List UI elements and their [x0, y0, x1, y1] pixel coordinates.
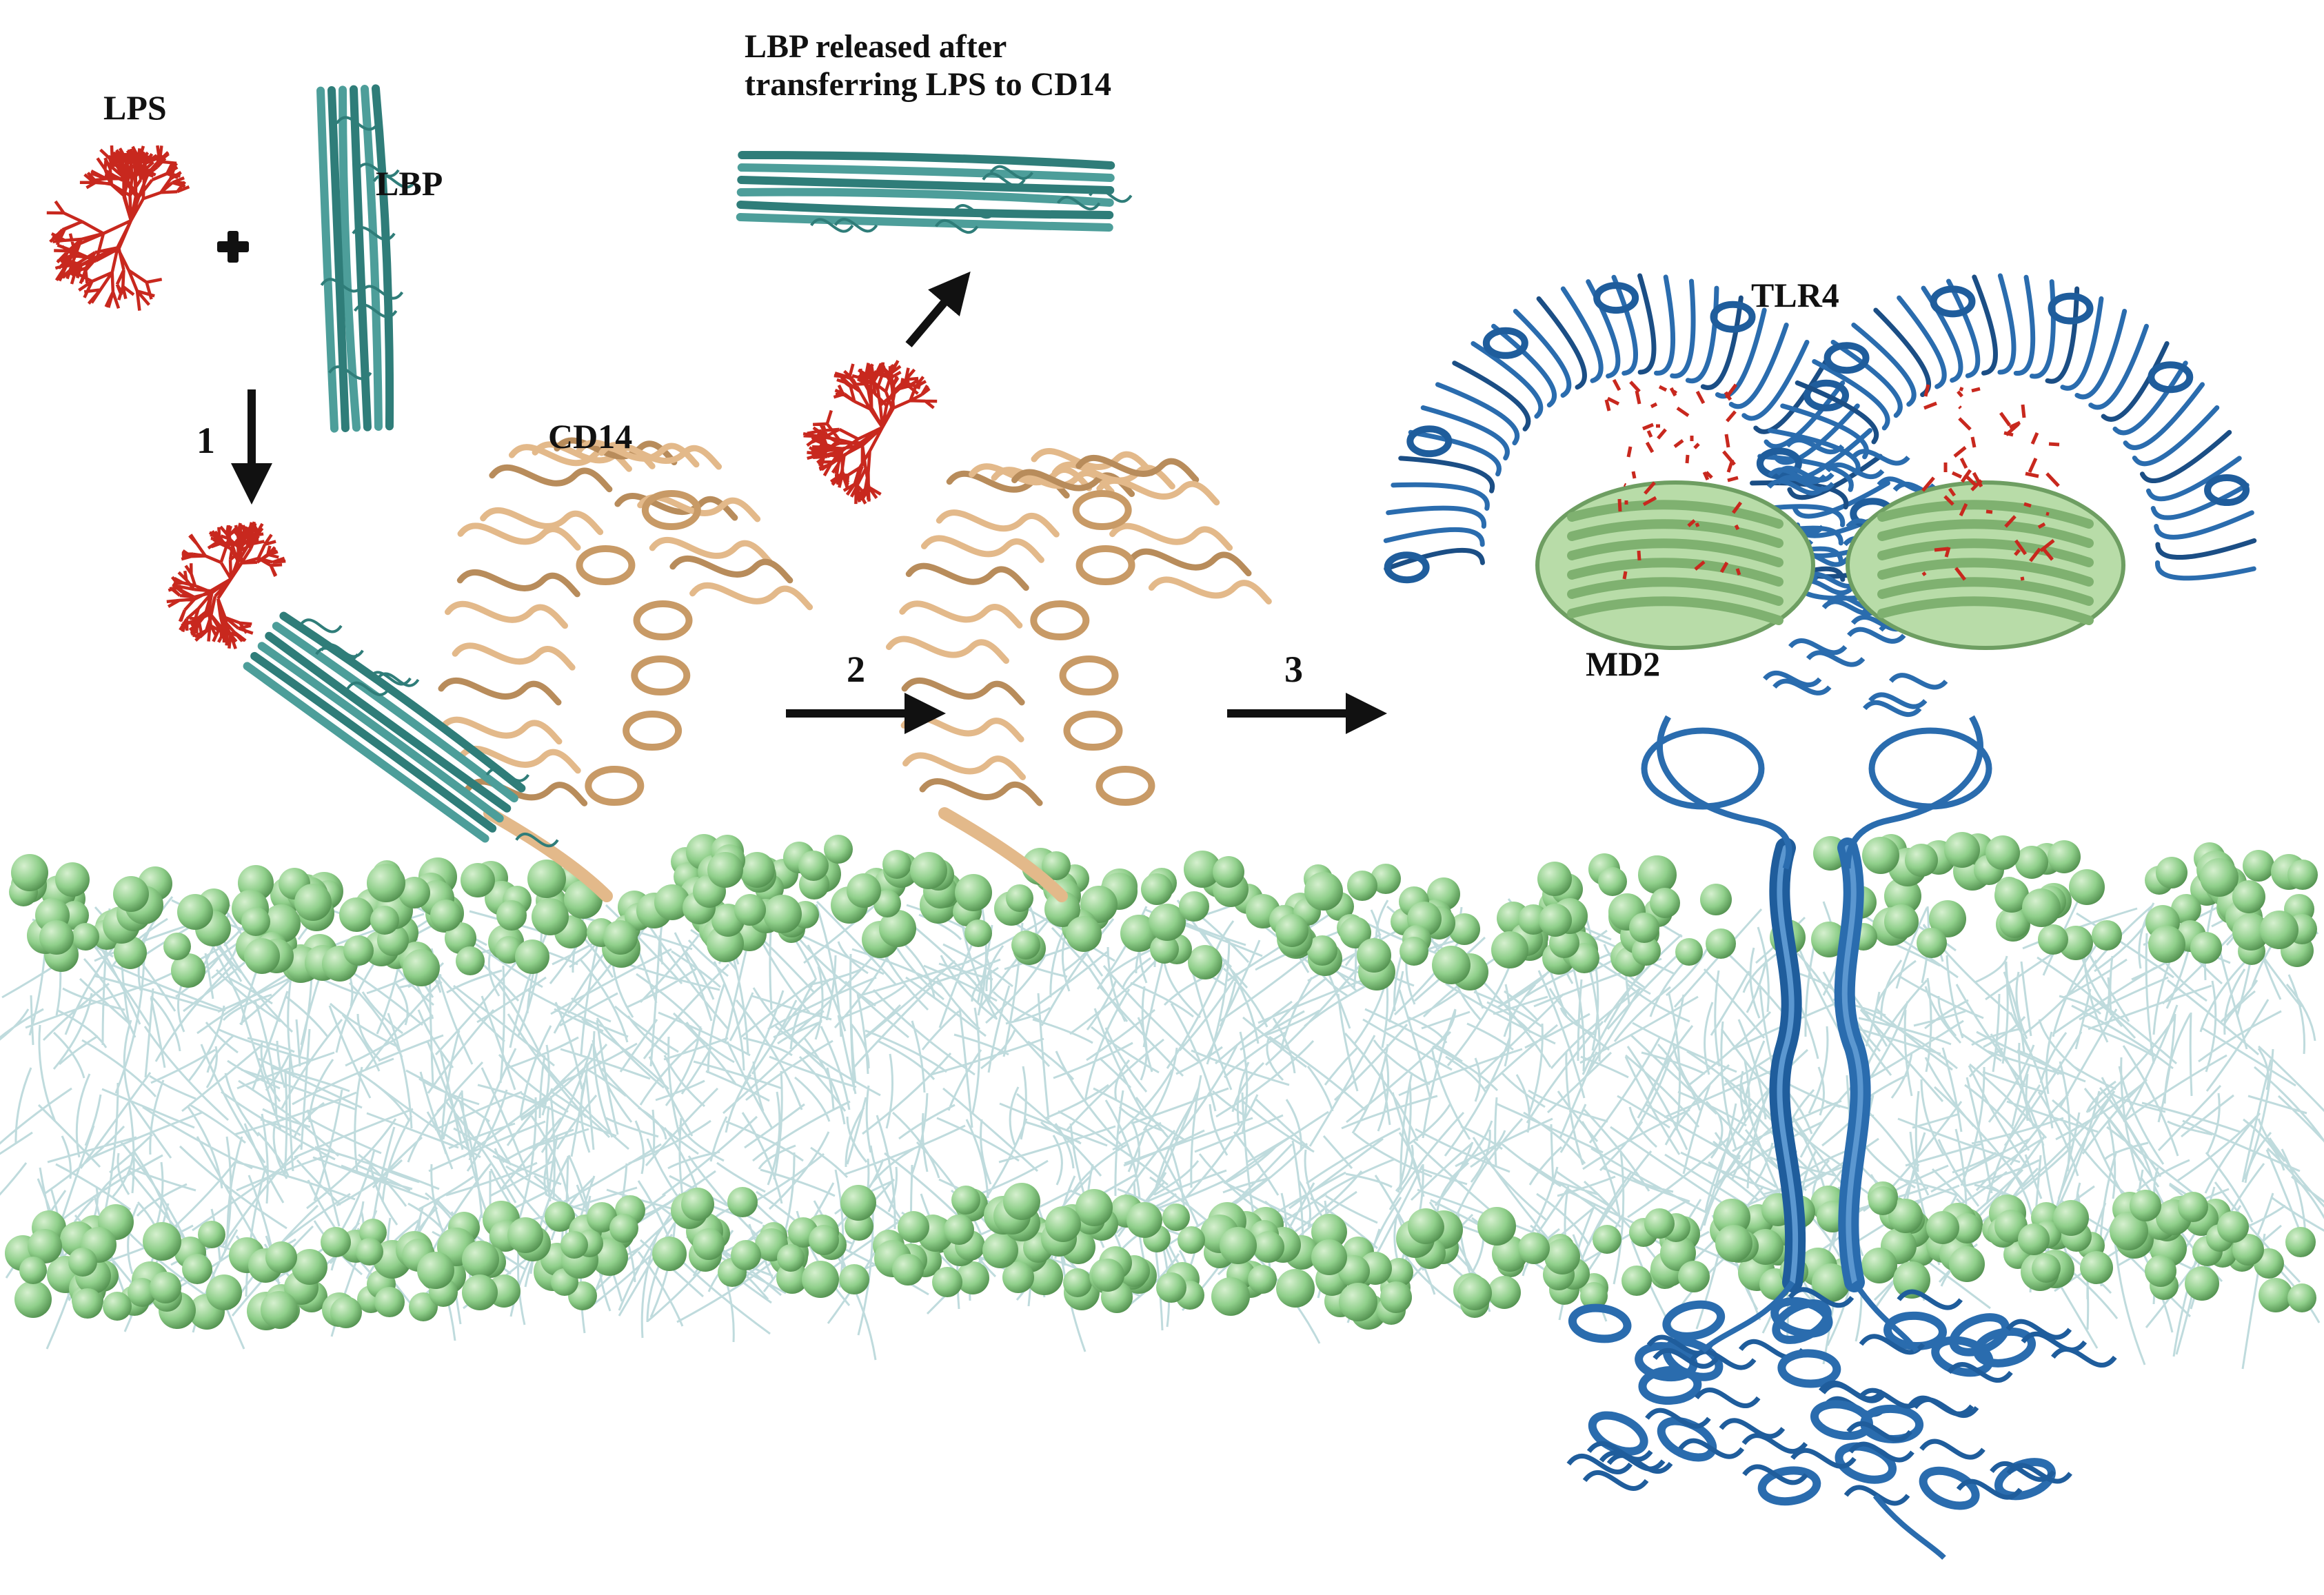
lps-molecule-on-lbp — [166, 521, 286, 649]
label-tlr4: TLR4 — [1751, 276, 1839, 314]
lbp-protein-released — [736, 151, 1133, 234]
label-cd14: CD14 — [548, 417, 633, 456]
cd14-protein-left — [438, 437, 814, 902]
label-lps: LPS — [103, 88, 167, 127]
step-label-3: 3 — [1284, 649, 1303, 690]
step-label-1: 1 — [196, 420, 215, 461]
lps-molecule-on-cd14 — [802, 360, 938, 505]
label-lbp-released-line2: transferring LPS to CD14 — [745, 66, 1111, 103]
lbp-protein-bound — [243, 611, 559, 848]
plus-icon — [217, 231, 249, 263]
cd14-protein-middle — [885, 447, 1272, 902]
tlr4-juxtamembrane — [1641, 715, 1992, 870]
lbp-protein-free — [316, 84, 417, 433]
arrow-icon-release — [905, 271, 971, 347]
label-md2: MD2 — [1586, 644, 1661, 683]
membrane-head-groups-outer — [9, 832, 2318, 990]
tlr4-tir-domains — [1566, 1280, 2117, 1560]
md2-protein — [1535, 480, 2125, 650]
lps-molecule-free — [46, 145, 190, 311]
lps-in-tlr4-md2-complex — [1604, 378, 2060, 581]
step-label-2: 2 — [847, 649, 865, 690]
label-lbp-released-line1: LBP released after — [745, 28, 1007, 65]
membrane-head-groups-inner — [5, 1181, 2316, 1330]
tlr4-ectodomain — [1383, 273, 2257, 718]
label-lbp-released: LBP released after transferring LPS to C… — [745, 28, 1111, 103]
tlr4-transmembrane-helices — [1769, 837, 1871, 1292]
label-lbp: LBP — [376, 164, 443, 203]
